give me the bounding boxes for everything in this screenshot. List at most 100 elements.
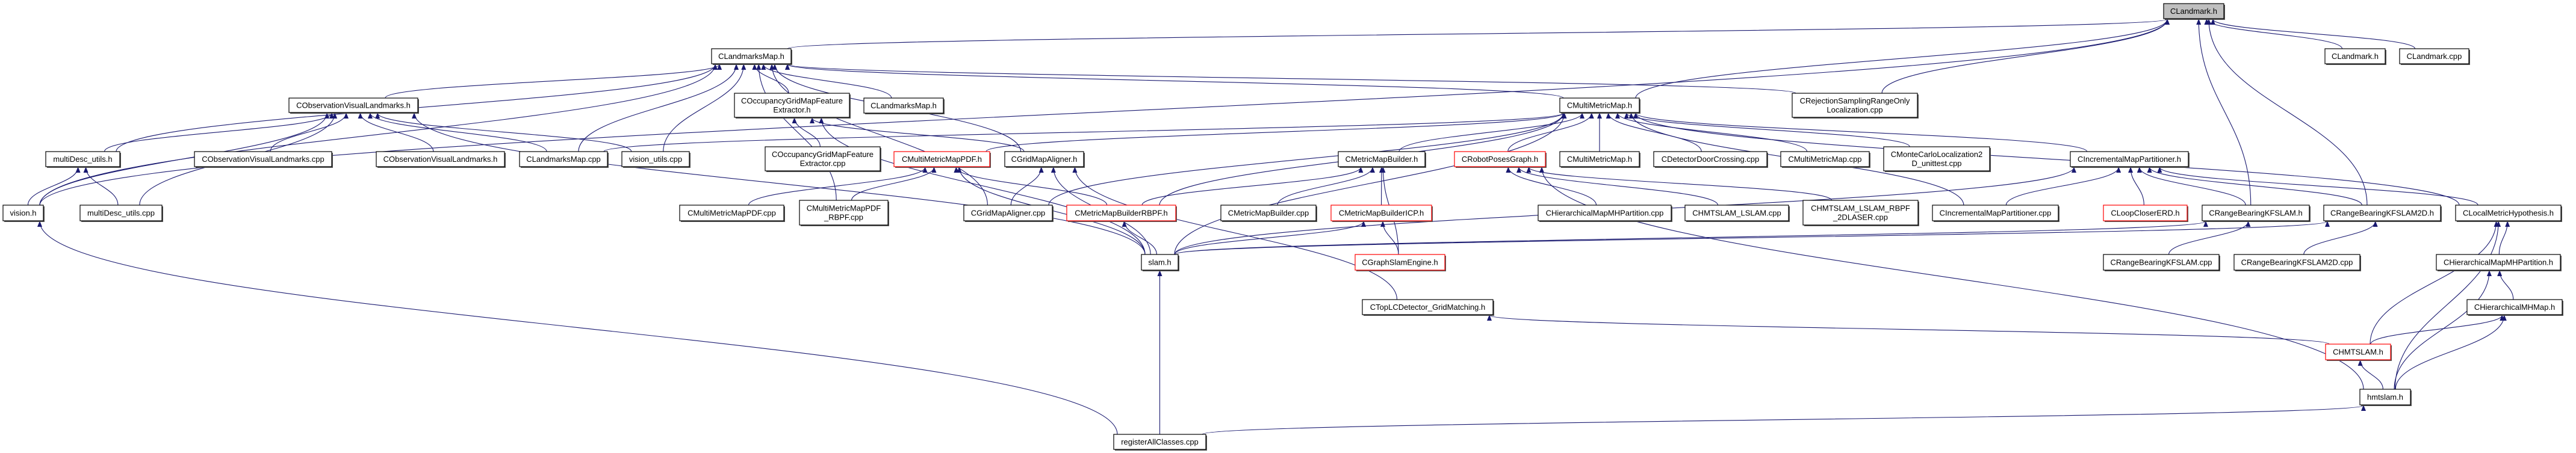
- node-box[interactable]: [376, 151, 505, 167]
- node-box[interactable]: [519, 151, 608, 167]
- node-box[interactable]: [711, 48, 792, 64]
- node-box[interactable]: [2436, 254, 2561, 271]
- node-box[interactable]: [2455, 205, 2562, 221]
- node-box[interactable]: [1338, 151, 1426, 167]
- node-box[interactable]: [2103, 205, 2188, 221]
- file-node-landmark[interactable]: CLandmark.h: [2163, 3, 2225, 20]
- node-box[interactable]: [765, 146, 881, 171]
- file-node-covl_cpp[interactable]: CObservationVisualLandmarks.cpp: [194, 151, 333, 168]
- node-box[interactable]: [1066, 205, 1176, 221]
- file-node-lce[interactable]: CLoopCloserERD.h: [2103, 205, 2188, 222]
- node-box[interactable]: [2325, 344, 2391, 360]
- file-node-rbkf_cpp[interactable]: CRangeBearingKFSLAM.cpp: [2103, 254, 2220, 271]
- node-box[interactable]: [963, 205, 1053, 221]
- node-box[interactable]: [1802, 200, 1919, 226]
- file-node-lmmap2[interactable]: CLandmarksMap.h: [863, 97, 945, 114]
- node-box[interactable]: [1538, 205, 1672, 221]
- file-node-mmbicp[interactable]: CMetricMapBuilderICP.h: [1330, 205, 1433, 222]
- node-box[interactable]: [1330, 205, 1432, 221]
- file-node-mmm_cpp[interactable]: CMultiMetricMap.cpp: [1780, 151, 1870, 168]
- node-box[interactable]: [1141, 254, 1179, 271]
- file-node-reg[interactable]: registerAllClasses.cpp: [1113, 434, 1207, 451]
- file-node-gma[interactable]: CGridMapAligner.h: [1004, 151, 1085, 168]
- file-node-lmh[interactable]: CLocalMetricHypothesis.h: [2455, 205, 2562, 222]
- file-node-imp_cpp[interactable]: CIncrementalMapPartitioner.cpp: [1932, 205, 2059, 222]
- node-box[interactable]: [2163, 3, 2224, 19]
- node-box[interactable]: [2070, 151, 2189, 167]
- file-node-vu_cpp[interactable]: vision_utils.cpp: [621, 151, 691, 168]
- node-box[interactable]: [1792, 93, 1918, 118]
- file-node-rpg[interactable]: CRobotPosesGraph.h: [1454, 151, 1547, 168]
- node-box[interactable]: [1113, 434, 1206, 450]
- node-box[interactable]: [1684, 205, 1789, 221]
- node-box[interactable]: [1932, 205, 2059, 221]
- node-box[interactable]: [1355, 254, 1445, 271]
- node-box[interactable]: [1883, 146, 1990, 171]
- file-node-lmmap_cpp[interactable]: CLandmarksMap.cpp: [519, 151, 609, 168]
- file-node-toplc[interactable]: CTopLCDetector_GridMatching.h: [1362, 299, 1494, 316]
- file-node-mmpdf_cpp[interactable]: CMultiMetricMapPDF.cpp: [679, 205, 785, 222]
- file-node-gma_cpp[interactable]: CGridMapAligner.cpp: [963, 205, 1054, 222]
- file-node-mmpdf[interactable]: CMultiMetricMapPDF.h: [893, 151, 991, 168]
- node-box[interactable]: [863, 97, 944, 114]
- file-node-hmtslam[interactable]: hmtslam.h: [2359, 389, 2412, 406]
- node-box[interactable]: [1454, 151, 1546, 167]
- node-box[interactable]: [2103, 254, 2220, 271]
- node-box[interactable]: [1780, 151, 1870, 167]
- node-box[interactable]: [2466, 299, 2563, 315]
- file-node-landmark_cpp[interactable]: CLandmark.cpp: [2399, 48, 2470, 65]
- file-node-hmp_cpp[interactable]: CHierarchicalMapMHPartition.cpp: [1538, 205, 1672, 222]
- node-box[interactable]: [621, 151, 690, 167]
- file-node-rej[interactable]: CRejectionSamplingRangeOnlyLocalization.…: [1792, 93, 1919, 119]
- file-node-hmhmap[interactable]: CHierarchicalMHMap.h: [2466, 299, 2563, 316]
- file-node-rbkf2d[interactable]: CRangeBearingKFSLAM2D.h: [2323, 205, 2442, 222]
- node-box[interactable]: [1653, 151, 1768, 167]
- node-box[interactable]: [1559, 97, 1640, 113]
- file-node-mmb_cpp[interactable]: CMetricMapBuilder.cpp: [1220, 205, 1317, 222]
- node-box[interactable]: [893, 151, 990, 167]
- node-box[interactable]: [1362, 299, 1494, 315]
- node-box[interactable]: [1559, 151, 1640, 167]
- file-node-rbkf2d_cpp[interactable]: CRangeBearingKFSLAM2D.cpp: [2233, 254, 2361, 271]
- file-node-gse[interactable]: CGraphSlamEngine.h: [1355, 254, 1446, 271]
- file-node-lmmap[interactable]: CLandmarksMap.h: [711, 48, 792, 65]
- file-node-imp[interactable]: CIncrementalMapPartitioner.h: [2070, 151, 2190, 168]
- node-box[interactable]: [1220, 205, 1317, 221]
- file-node-mdu_h[interactable]: multiDesc_utils.h: [45, 151, 121, 168]
- file-node-lslam_rbpf[interactable]: CHMTSLAM_LSLAM_RBPF_2DLASER.cpp: [1802, 200, 1919, 226]
- file-node-vision[interactable]: vision.h: [2, 205, 45, 222]
- node-box[interactable]: [1004, 151, 1084, 167]
- node-box[interactable]: [2324, 48, 2386, 64]
- node-box[interactable]: [2, 205, 44, 221]
- file-node-mmbrbpf[interactable]: CMetricMapBuilderRBPF.h: [1066, 205, 1177, 222]
- file-node-slam[interactable]: slam.h: [1141, 254, 1179, 271]
- file-node-lslam_cpp[interactable]: CHMTSLAM_LSLAM.cpp: [1684, 205, 1790, 222]
- file-node-mmm[interactable]: CMultiMetricMap.h: [1559, 97, 1640, 114]
- file-node-hmp_h[interactable]: CHierarchicalMapMHPartition.h: [2436, 254, 2562, 271]
- node-box[interactable]: [79, 205, 163, 221]
- node-box[interactable]: [194, 151, 332, 167]
- node-box[interactable]: [288, 97, 418, 113]
- file-node-mdu_cpp[interactable]: multiDesc_utils.cpp: [79, 205, 163, 222]
- node-box[interactable]: [734, 93, 850, 118]
- file-node-covl[interactable]: CObservationVisualLandmarks.h: [288, 97, 419, 114]
- file-node-mmb[interactable]: CMetricMapBuilder.h: [1338, 151, 1426, 168]
- node-box[interactable]: [2359, 389, 2411, 405]
- node-box[interactable]: [799, 200, 889, 226]
- node-box[interactable]: [2399, 48, 2469, 64]
- node-box[interactable]: [2323, 205, 2441, 221]
- node-box[interactable]: [2233, 254, 2360, 271]
- file-node-rbkf[interactable]: CRangeBearingKFSLAM.h: [2202, 205, 2311, 222]
- file-node-mmm2[interactable]: CMultiMetricMap.h: [1559, 151, 1640, 168]
- file-node-covl2[interactable]: CObservationVisualLandmarks.h: [376, 151, 506, 168]
- node-box[interactable]: [2202, 205, 2310, 221]
- file-node-landmark2[interactable]: CLandmark.h: [2324, 48, 2386, 65]
- file-node-ddc[interactable]: CDetectorDoorCrossing.cpp: [1653, 151, 1768, 168]
- node-box[interactable]: [45, 151, 120, 167]
- file-node-hmtslam_h[interactable]: CHMTSLAM.h: [2325, 344, 2392, 361]
- file-node-mmpdf_rbpf[interactable]: CMultiMetricMapPDF_RBPF.cpp: [799, 200, 889, 226]
- node-box[interactable]: [679, 205, 784, 221]
